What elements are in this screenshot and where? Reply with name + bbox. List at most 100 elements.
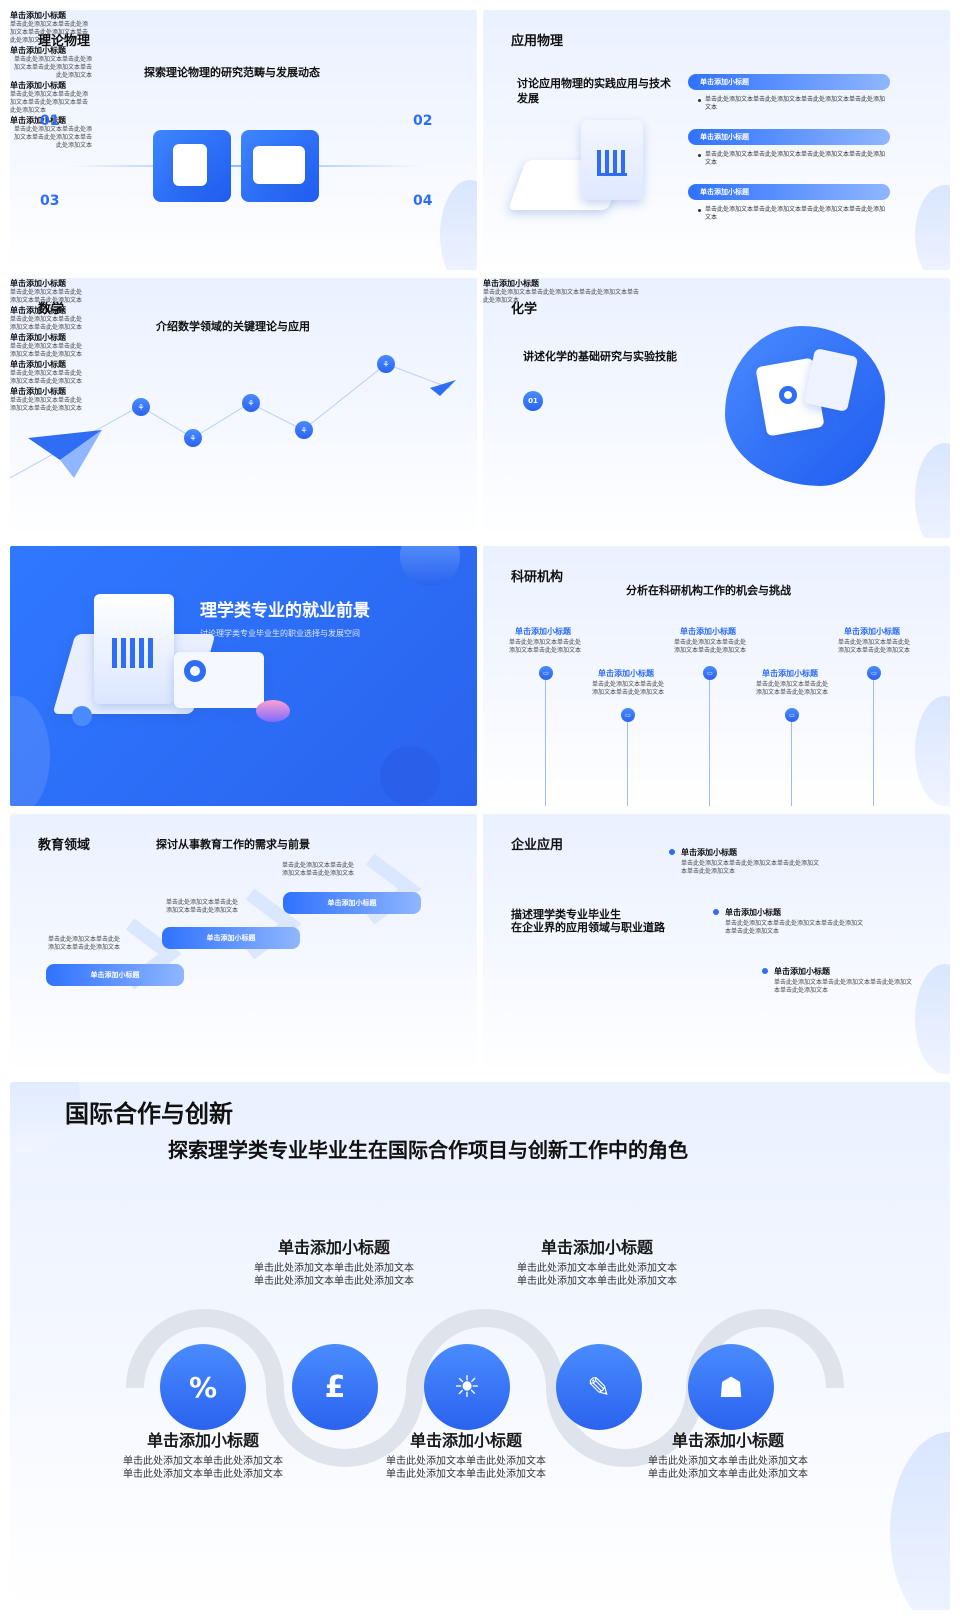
item-text: 单击此处添加文本单击此处添加文本单击此处添加文本单击此处添加文本 [483, 289, 640, 304]
item-text: 单击此处添加文本单击此处添加文本单击此处添加文本单击此处添加文本 [123, 1456, 283, 1480]
item-text: 单击此处添加文本单击此处添加文本单击此处添加文本单击此处添加文本 [648, 1456, 808, 1480]
decor-ball [380, 746, 440, 806]
item-text: 单击此处添加文本单击此处添加文本单击此处添加文本 [282, 862, 355, 877]
item-text: 单击此处添加文本单击此处添加文本单击此处添加文本 [10, 397, 83, 412]
item-text: 单击此处添加文本单击此处添加文本单击此处添加文本单击此处添加文本 [774, 979, 913, 994]
item-text: 单击此处添加文本单击此处添加文本单击此处添加文本 [838, 639, 911, 654]
item-heading: 单击添加小标题 [10, 387, 66, 396]
item-text: 单击此处添加文本单击此处添加文本单击此处添加文本单击此处添加文本 [254, 1263, 414, 1287]
bullet-dot [762, 968, 768, 974]
team-icon: ☗ [688, 1344, 774, 1430]
timeline-line [791, 722, 792, 806]
node-icon: ⚘ [295, 421, 313, 439]
bullet-dot [713, 909, 719, 915]
item-text: 单击此处添加文本单击此处添加文本单击此处添加文本 [10, 370, 83, 385]
bullet-dot [669, 849, 675, 855]
item-text: 单击此处添加文本单击此处添加文本单击此处添加文本单击此处添加文本 [517, 1263, 677, 1287]
item-text: 单击此处添加文本单击此处添加文本单击此处添加文本单击此处添加文本 [705, 96, 886, 111]
timeline-line [873, 680, 874, 806]
decor-shape [915, 964, 950, 1074]
slide-title: 理论物理 [38, 34, 91, 49]
decor-ball [400, 546, 460, 586]
illustration-image [241, 130, 319, 202]
slide-title: 数学 [38, 302, 65, 317]
slide-subtitle: 讲述化学的基础研究与实验技能 [523, 350, 677, 363]
item-heading: 单击添加小标题 [680, 627, 736, 636]
item-pill: 单击添加小标题 [162, 927, 300, 949]
item-heading: 单击添加小标题 [10, 306, 66, 315]
item-text: 单击此处添加文本单击此处添加文本单击此处添加文本单击此处添加文本 [13, 126, 92, 149]
item-number-badge: 01 [523, 391, 543, 411]
item-text: 单击此处添加文本单击此处添加文本单击此处添加文本 [10, 289, 83, 304]
item-number: 02 [413, 113, 433, 129]
item-pill: 单击添加小标题 [688, 74, 890, 90]
node-icon: ⚘ [184, 429, 202, 447]
item-heading: 单击添加小标题 [10, 46, 66, 55]
item-heading: 单击添加小标题 [681, 848, 737, 857]
item-heading: 单击添加小标题 [10, 279, 66, 288]
item-pill: 单击添加小标题 [688, 184, 890, 200]
slide-title: 应用物理 [511, 34, 564, 49]
illustration-image [507, 120, 671, 230]
item-heading: 单击添加小标题 [10, 11, 66, 20]
item-text: 单击此处添加文本单击此处添加文本单击此处添加文本 [166, 899, 239, 914]
page-title: 国际合作与创新 [65, 1100, 233, 1128]
slide-title: 化学 [511, 302, 538, 317]
node-icon: ▭ [703, 666, 717, 680]
item-heading: 单击添加小标题 [409, 1431, 522, 1450]
slide-subtitle: 探讨从事教育工作的需求与前景 [156, 838, 310, 851]
decor-shape [915, 443, 950, 538]
item-heading: 单击添加小标题 [10, 116, 66, 125]
slide-enterprise: 企业应用 描述理学类专业毕业生 在企业界的应用领域与职业道路 单击添加小标题 单… [483, 814, 950, 1074]
item-heading: 单击添加小标题 [10, 333, 66, 342]
page-subtitle: 讨论理学类专业毕业生的职业选择与发展空间 [200, 629, 360, 638]
slide-title: 企业应用 [511, 838, 564, 853]
timeline-line [627, 722, 628, 806]
item-number: 03 [40, 193, 60, 209]
node-icon: ▭ [539, 666, 553, 680]
item-text: 单击此处添加文本单击此处添加文本单击此处添加文本单击此处添加文本 [705, 206, 886, 221]
item-text: 单击此处添加文本单击此处添加文本单击此处添加文本单击此处添加文本 [705, 151, 886, 166]
item-number: 01 [40, 113, 60, 129]
timeline-line [545, 680, 546, 806]
item-text: 单击此处添加文本单击此处添加文本单击此处添加文本单击此处添加文本 [681, 860, 820, 875]
item-text: 单击此处添加文本单击此处添加文本单击此处添加文本单击此处添加文本 [10, 91, 89, 114]
node-icon: ▭ [785, 708, 799, 722]
item-heading: 单击添加小标题 [762, 669, 818, 678]
slide-international-cooperation: 国际合作与创新 探索理学类专业毕业生在国际合作项目与创新工作中的角色 % £ ☀… [10, 1082, 950, 1610]
item-text: 单击此处添加文本单击此处添加文本单击此处添加文本 [592, 681, 665, 696]
bullet-dot [698, 154, 701, 157]
slide-research-institutions: 科研机构 分析在科研机构工作的机会与挑战 单击添加小标题 单击此处添加文本单击此… [483, 546, 950, 806]
item-heading: 单击添加小标题 [483, 279, 539, 288]
illustration-image [725, 326, 885, 486]
slide-subtitle: 讨论应用物理的实践应用与技术发展 [517, 77, 671, 105]
item-heading: 单击添加小标题 [277, 1238, 390, 1257]
bullet-dot [698, 209, 701, 212]
slide-mathematics: 数学 介绍数学领域的关键理论与应用 ⚘ ⚘ ⚘ ⚘ ⚘ 单击添加小标题 单击此处… [10, 278, 477, 538]
page-title: 理学类专业的就业前景 [200, 601, 370, 621]
item-text: 单击此处添加文本单击此处添加文本单击此处添加文本 [756, 681, 829, 696]
page-subtitle: 探索理学类专业毕业生在国际合作项目与创新工作中的角色 [168, 1138, 688, 1162]
slide-chemistry: 化学 讲述化学的基础研究与实验技能 01 单击添加小标题 单击此处添加文本单击此… [483, 278, 950, 538]
slide-subtitle: 探索理论物理的研究范畴与发展动态 [144, 66, 320, 79]
item-pill: 单击添加小标题 [46, 964, 184, 986]
item-text: 单击此处添加文本单击此处添加文本单击此处添加文本单击此处添加文本 [386, 1456, 546, 1480]
decor-shape [915, 185, 950, 270]
item-number: 04 [413, 193, 433, 209]
item-text: 单击此处添加文本单击此处添加文本单击此处添加文本单击此处添加文本 [13, 56, 92, 79]
slide-cover: 理学类专业的就业前景 讨论理学类专业毕业生的职业选择与发展空间 [10, 546, 477, 806]
presenter-icon: ✎ [556, 1344, 642, 1430]
percent-icon: % [160, 1344, 246, 1430]
bullet-dot [698, 99, 701, 102]
item-text: 单击此处添加文本单击此处添加文本单击此处添加文本 [509, 639, 582, 654]
node-icon: ⚘ [242, 394, 260, 412]
node-icon: ▭ [621, 708, 635, 722]
item-text: 单击此处添加文本单击此处添加文本单击此处添加文本单击此处添加文本 [725, 920, 864, 935]
item-heading: 单击添加小标题 [671, 1431, 784, 1450]
slide-subtitle: 介绍数学领域的关键理论与应用 [156, 320, 310, 333]
illustration-image [44, 594, 304, 744]
slide-subtitle: 在企业界的应用领域与职业道路 [511, 921, 665, 934]
item-heading: 单击添加小标题 [10, 360, 66, 369]
item-text: 单击此处添加文本单击此处添加文本单击此处添加文本 [674, 639, 747, 654]
item-pill: 单击添加小标题 [688, 129, 890, 145]
